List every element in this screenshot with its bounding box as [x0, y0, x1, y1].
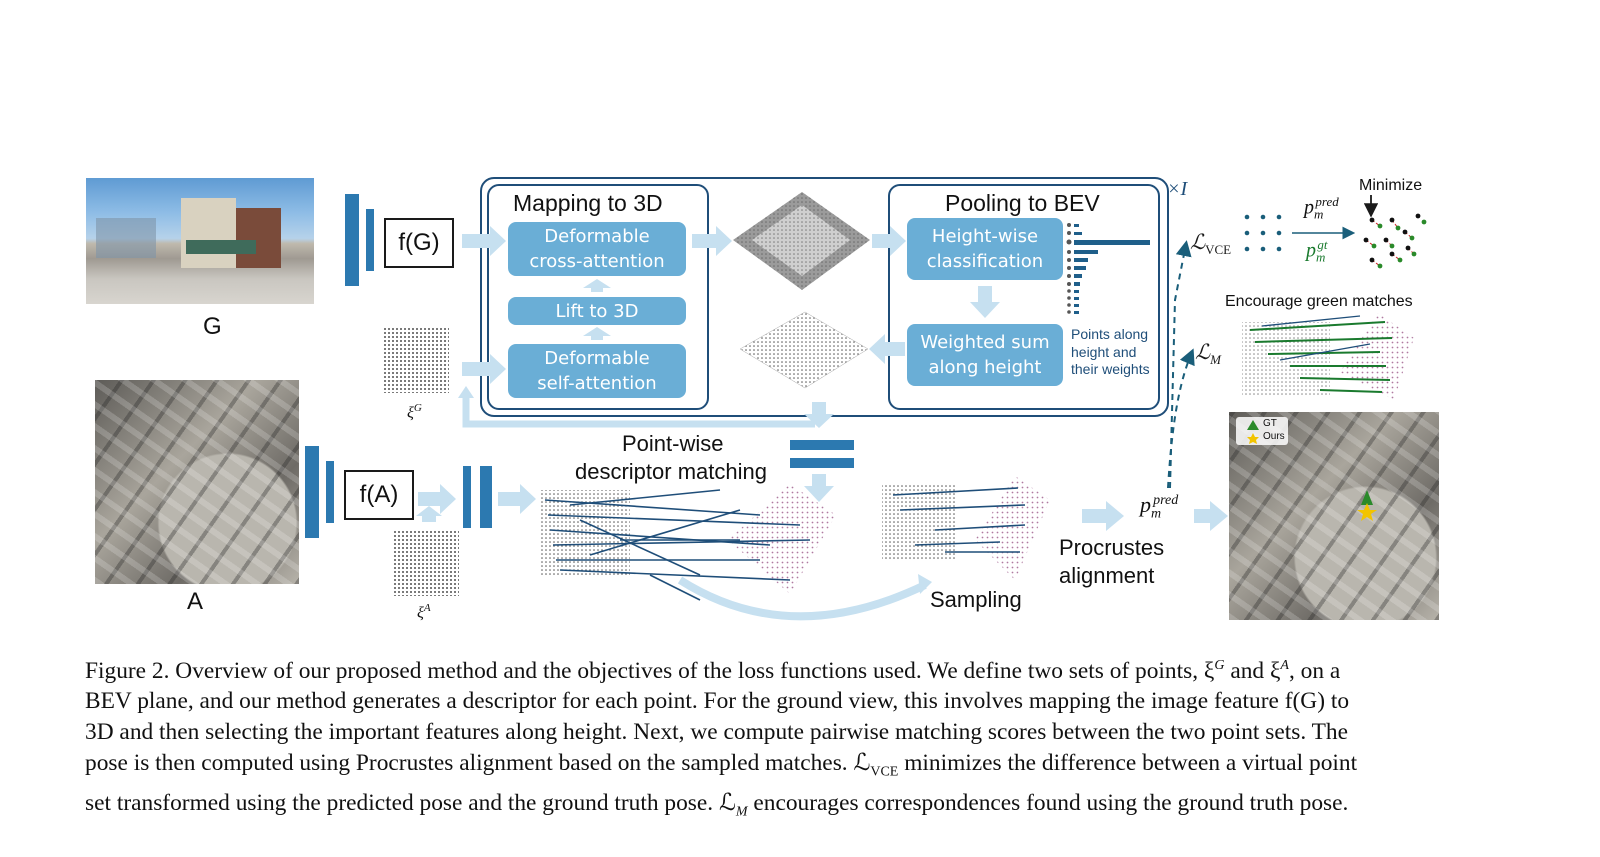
height-weight-points [1066, 223, 1072, 314]
result-aerial-image [1229, 412, 1439, 620]
vce-result-points [1363, 213, 1427, 269]
pooling-to-bev-frame [888, 184, 1160, 410]
loss-m-label: ℒM [1195, 340, 1221, 368]
sampling-curve [677, 576, 927, 621]
arrow-xi-to-self [462, 354, 506, 384]
caption-line-1: Figure 2. Overview of our proposed metho… [85, 657, 1341, 684]
label-a: A [187, 588, 204, 615]
label-g: G [203, 313, 222, 340]
legend-ours-label: Ours [1263, 431, 1285, 442]
flow-arrows [416, 226, 1228, 531]
encoder-bar-g-2 [366, 209, 374, 271]
arrow-ppred-to-result [1194, 501, 1228, 531]
pooling-to-bev-title: Pooling to BEV [945, 190, 1100, 216]
procrustes-label-line1: Procrustes [1059, 535, 1165, 560]
aerial-image [95, 380, 299, 584]
feedback-arrowhead [458, 386, 474, 398]
feature-fg-box: f(G) [384, 218, 454, 268]
arrow-voxel-to-height [872, 226, 906, 256]
vce-virtual-points [1244, 214, 1282, 252]
p-gt-top-label: pmgt [1306, 237, 1328, 265]
arrow-cross-to-voxel [692, 226, 732, 256]
p-pred-top-label: pmpred [1304, 194, 1339, 222]
feature-fa-box: f(A) [344, 470, 414, 520]
storefront-shape [186, 240, 256, 254]
result-ours-marker [1357, 503, 1377, 521]
ground-panorama-image [86, 178, 314, 304]
voxel-volume-3d [733, 192, 870, 290]
points-along-height-label: Points along height and their weights [1071, 326, 1150, 377]
arrow-bars-to-matching [498, 484, 536, 514]
sampled-matches [882, 476, 1050, 580]
loss-vce-label: ℒVCE [1190, 230, 1232, 258]
legend-gt-label: GT [1263, 418, 1277, 429]
feature-fa-label: f(A) [359, 481, 399, 508]
result-gt-marker [1361, 490, 1373, 505]
arrow-bars-down [804, 474, 834, 502]
descriptor-bar-1 [790, 440, 854, 450]
result-legend [1236, 417, 1288, 445]
green-matches-illustration [1242, 313, 1414, 400]
encourage-green-matches-label: Encourage green matches [1225, 293, 1413, 310]
encoder-bar-a-2 [326, 461, 334, 523]
caption-line-3: 3D and then selecting the important feat… [85, 718, 1348, 745]
loss-vce-arrow [1169, 240, 1192, 489]
label-xi-a: ξA [417, 602, 431, 622]
matching-illustration [540, 484, 932, 621]
pointwise-label-line1: Point-wise [622, 431, 724, 456]
aerial-descriptor-bar-2 [480, 466, 492, 528]
arrow-self-up [583, 327, 611, 340]
label-xi-g: ξG [407, 402, 422, 422]
arrow-lift-up [583, 279, 611, 292]
sampling-curve-head [918, 574, 932, 594]
procrustes-label-line2: alignment [1059, 563, 1155, 588]
figure-caption: Figure 2. Overview of our proposed metho… [85, 651, 1475, 828]
feedback-line [462, 396, 815, 428]
building-shape [236, 208, 281, 268]
feature-fg-label: f(G) [398, 229, 440, 256]
label-times-i: ×I [1167, 178, 1188, 200]
point-set-xi-g [383, 327, 449, 393]
minimize-label: Minimize [1359, 177, 1423, 194]
building-shape [181, 198, 236, 268]
mapping-to-3d-title: Mapping to 3D [513, 190, 663, 216]
lift-to-3d-box: Lift to 3D [508, 297, 686, 325]
sampling-label: Sampling [930, 587, 1022, 612]
height-weight-histogram [1074, 224, 1150, 314]
arrow-fa-to-bars [418, 484, 456, 514]
caption-line-2: BEV plane, and our method generates a de… [85, 688, 1350, 715]
arrow-xia-up [416, 506, 442, 522]
caption-line-5: set transformed using the predicted pose… [85, 789, 1349, 820]
mapping-to-3d-frame [487, 184, 709, 410]
descriptor-bar-2 [790, 458, 854, 468]
p-pred-label: pmpred [1140, 492, 1179, 522]
arrow-sampling-to-procrustes [1082, 501, 1124, 531]
bev-plane-points [739, 311, 869, 389]
encoder-bar-g-1 [345, 194, 359, 286]
point-set-xi-a [393, 530, 459, 596]
arrow-height-down [970, 286, 1000, 318]
legend-gt-triangle [1247, 420, 1259, 430]
arrow-frame-down [804, 402, 834, 428]
encoder-bar-a-1 [305, 446, 319, 538]
pointwise-label-line2: descriptor matching [575, 459, 767, 484]
aerial-descriptor-bar-1 [463, 466, 471, 528]
arrow-fg-to-cross [462, 226, 506, 256]
arrow-weighted-to-plane [869, 334, 905, 364]
caption-line-4: pose is then computed using Procrustes a… [85, 749, 1358, 780]
legend-ours-star [1247, 433, 1259, 444]
building-shape [96, 218, 156, 258]
